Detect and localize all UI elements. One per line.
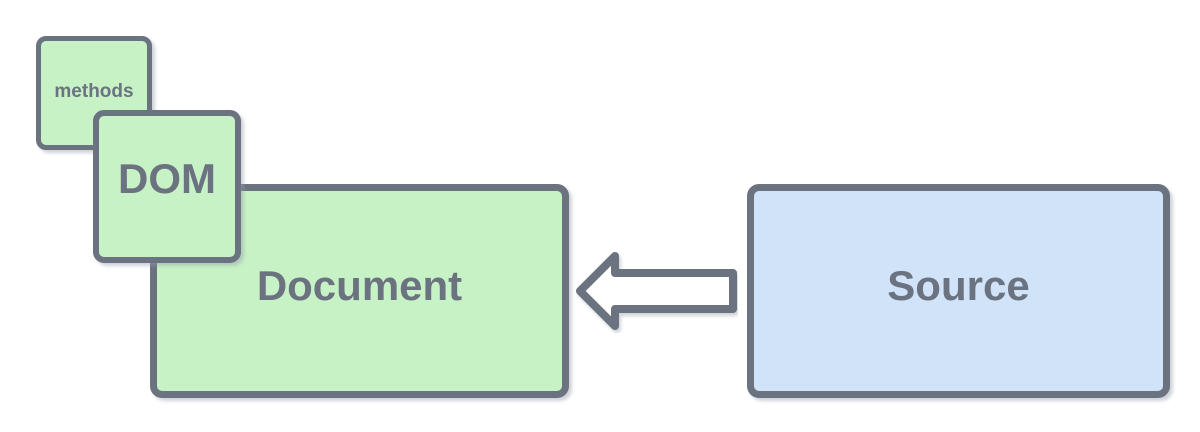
methods-label: methods (54, 81, 134, 102)
source-label: Source (887, 262, 1030, 309)
dom-box: DOM (93, 110, 241, 263)
source-box: Source (747, 184, 1170, 398)
left-arrow-icon (568, 243, 738, 333)
document-label: Document (256, 262, 463, 309)
dom-label: DOM (118, 154, 216, 202)
